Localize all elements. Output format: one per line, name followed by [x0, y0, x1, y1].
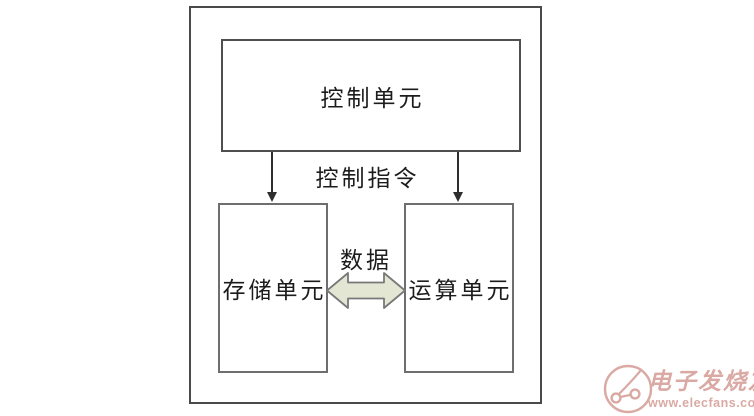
arrow-down-icon — [267, 192, 277, 202]
elecfans-logo-icon — [603, 364, 653, 414]
watermark-brand: 电子发烧友 — [648, 369, 754, 394]
arrow-control-to-compute-line — [457, 152, 459, 193]
data-label: 数据 — [340, 248, 392, 273]
control-instructions-label: 控制指令 — [315, 166, 420, 191]
double-arrow-icon — [326, 272, 406, 309]
watermark-url: www.elecfans.com — [648, 396, 754, 410]
compute-unit-label: 运算单元 — [408, 278, 513, 303]
control-unit-label: 控制单元 — [320, 85, 425, 111]
arrow-control-to-storage-line — [271, 152, 273, 193]
watermark-text: 电子发烧友 www.elecfans.com — [648, 369, 754, 410]
diagram-outer-frame — [189, 6, 542, 404]
arrow-down-icon — [453, 192, 463, 202]
storage-unit-box: 存储单元 — [218, 203, 328, 373]
storage-unit-label: 存储单元 — [222, 278, 327, 303]
control-unit-box: 控制单元 — [221, 39, 521, 152]
compute-unit-box: 运算单元 — [404, 203, 514, 373]
